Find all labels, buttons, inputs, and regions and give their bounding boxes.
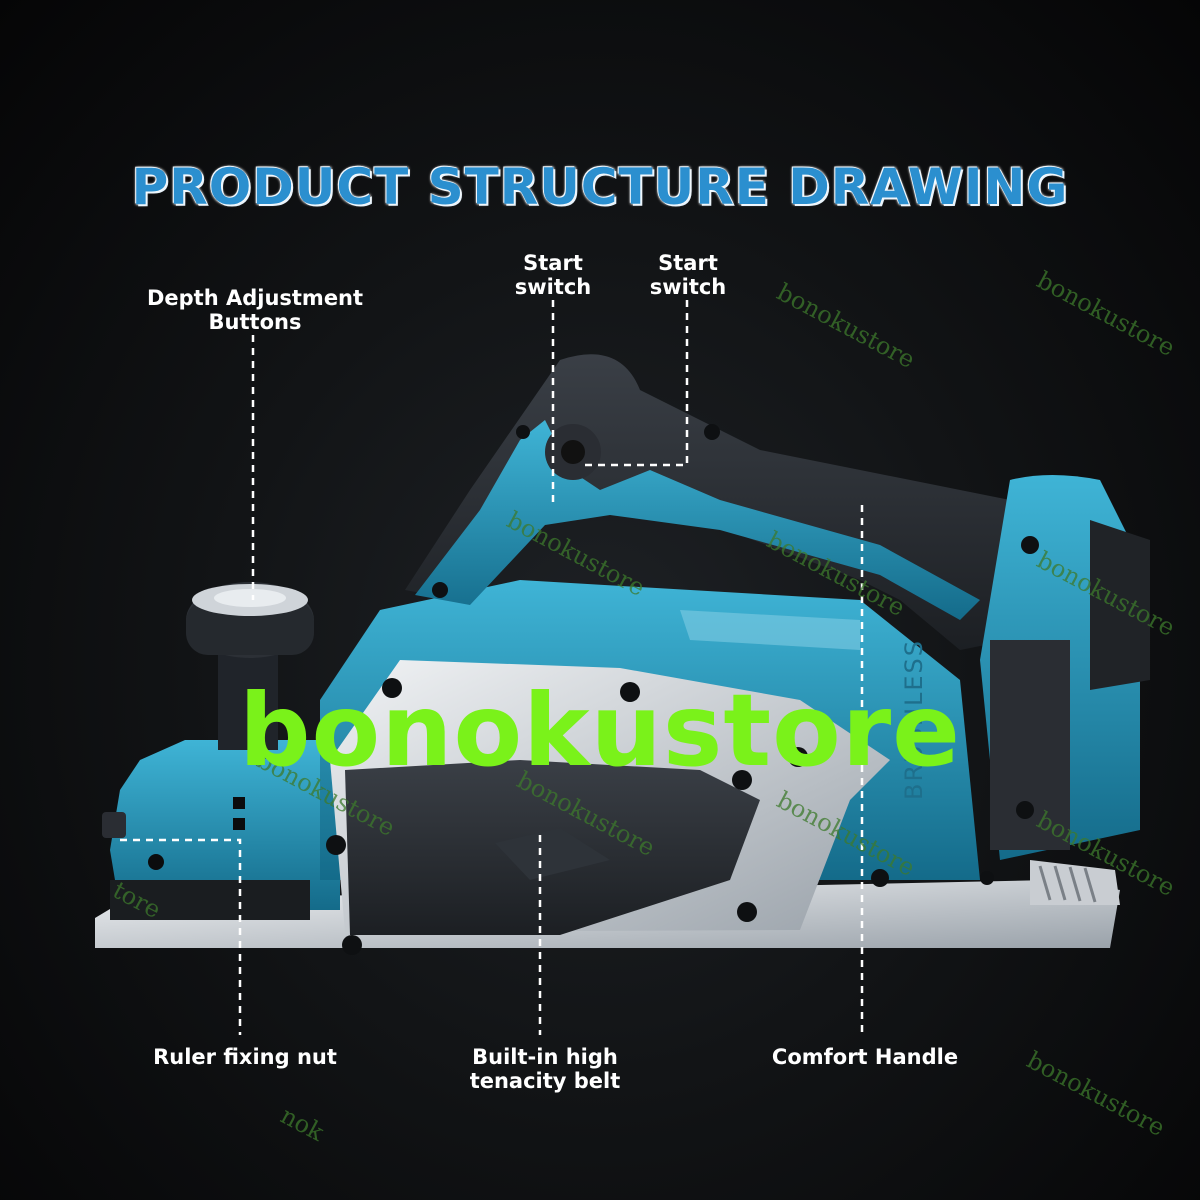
start-switch-b-label-line1: Start xyxy=(658,251,718,275)
start-switch-b-label-line2: switch xyxy=(649,275,727,299)
start-switch-b-callout-line xyxy=(580,300,689,467)
belt-label-line2: tenacity belt xyxy=(469,1069,621,1093)
start-switch-b-label: Start switch xyxy=(618,251,758,299)
ruler-fixing-nut-label: Ruler fixing nut xyxy=(153,1045,337,1069)
battery-housing xyxy=(871,475,1150,887)
depth-adjustment-label: Depth Adjustment Buttons xyxy=(120,286,390,334)
start-switch-a-label-line2: switch xyxy=(514,275,592,299)
side-cover-plate xyxy=(326,660,890,955)
ruler-nut-callout-line xyxy=(120,838,242,1035)
depth-adjustment-label-line2: Buttons xyxy=(208,310,302,334)
callout-lines xyxy=(120,300,864,1035)
depth-adjustment-knob xyxy=(186,582,314,750)
comfort-handle-label: Comfort Handle xyxy=(771,1045,959,1069)
belt-label-line1: Built-in high xyxy=(472,1045,618,1069)
watermark-main: bonokustore xyxy=(238,672,962,789)
front-housing xyxy=(102,740,340,920)
start-switch-a-label-line1: Start xyxy=(523,251,583,275)
page-title: PRODUCT STRUCTURE DRAWING xyxy=(131,158,1069,216)
start-switch-a-label: Start switch xyxy=(483,251,623,299)
depth-adjustment-label-line1: Depth Adjustment xyxy=(146,286,364,310)
belt-label: Built-in high tenacity belt xyxy=(440,1045,650,1093)
